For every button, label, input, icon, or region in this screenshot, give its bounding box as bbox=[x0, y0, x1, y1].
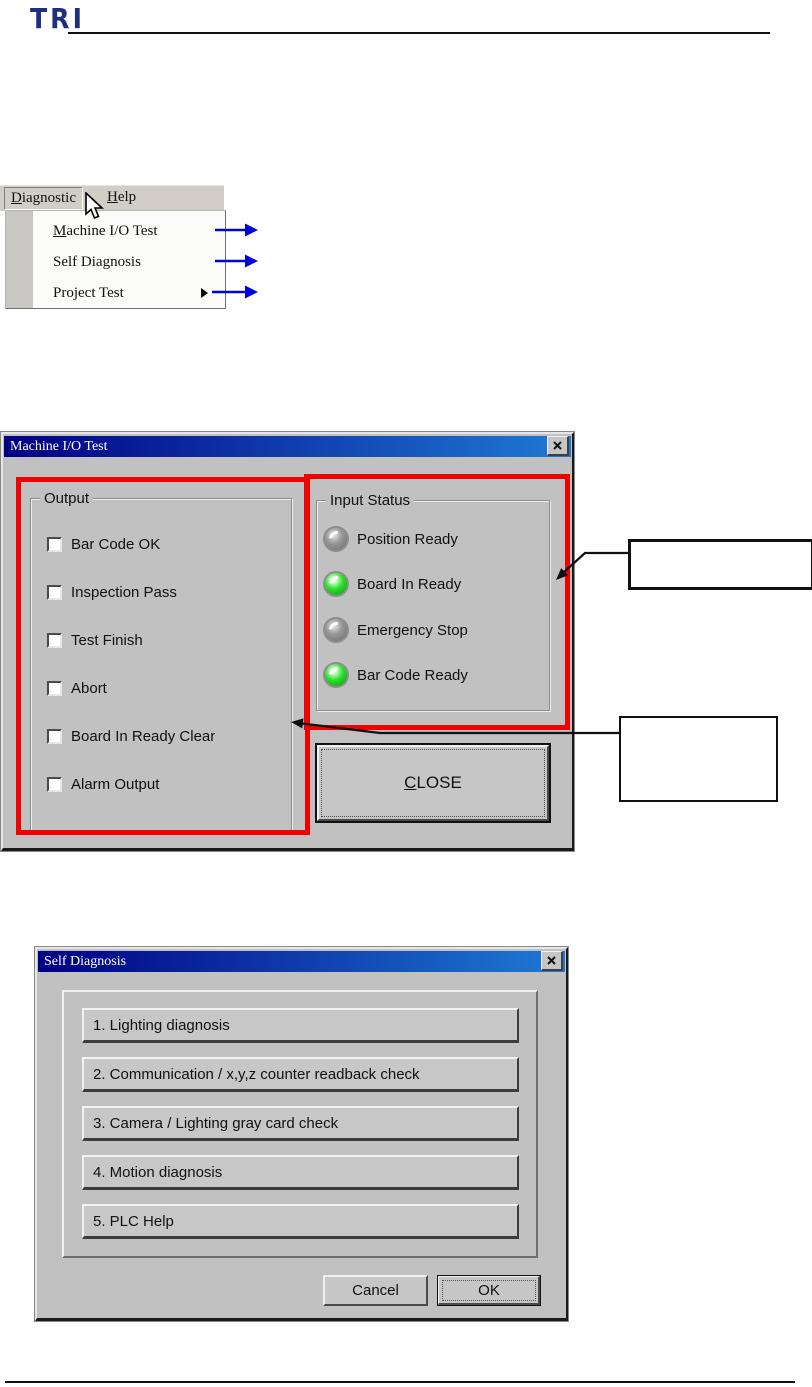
checkbox-abort[interactable]: Abort bbox=[47, 677, 107, 699]
button-label: 4. Motion diagnosis bbox=[93, 1163, 223, 1181]
mouse-cursor-icon bbox=[85, 192, 105, 220]
input-status-group-label: Input Status bbox=[326, 492, 415, 509]
motion-diagnosis-button[interactable]: 4. Motion diagnosis bbox=[82, 1155, 519, 1190]
cancel-button[interactable]: Cancel bbox=[323, 1275, 428, 1306]
diagnosis-button-panel: 1. Lighting diagnosis 2. Communication /… bbox=[62, 990, 538, 1258]
camera-gray-card-check-button[interactable]: 3. Camera / Lighting gray card check bbox=[82, 1106, 519, 1141]
led-indicator-icon bbox=[323, 526, 349, 552]
checkbox-label: Inspection Pass bbox=[71, 583, 177, 601]
close-window-button[interactable] bbox=[541, 951, 563, 971]
output-groupbox: Output Bar Code OK Inspection Pass Test … bbox=[30, 490, 292, 833]
footer-rule bbox=[5, 1381, 795, 1383]
cancel-button-label: Cancel bbox=[352, 1282, 399, 1299]
checkbox-label: Alarm Output bbox=[71, 775, 160, 793]
machine-io-test-title: Machine I/O Test bbox=[10, 439, 108, 454]
close-button[interactable]: CLOSE bbox=[315, 743, 551, 823]
close-icon bbox=[553, 441, 562, 450]
checkbox-alarm-output[interactable]: Alarm Output bbox=[47, 773, 159, 795]
machine-io-test-dialog: Machine I/O Test Output Bar Code OK Insp… bbox=[0, 431, 575, 852]
callout-box-input-status bbox=[628, 539, 812, 590]
button-label: 5. PLC Help bbox=[93, 1212, 174, 1230]
led-row-position-ready: Position Ready bbox=[323, 525, 458, 553]
led-row-bar-code-ready: Bar Code Ready bbox=[323, 661, 468, 689]
communication-counter-check-button[interactable]: 2. Communication / x,y,z counter readbac… bbox=[82, 1057, 519, 1092]
checkbox-board-in-ready-clear[interactable]: Board In Ready Clear bbox=[47, 725, 215, 747]
checkbox-label: Board In Ready Clear bbox=[71, 727, 216, 745]
menu-bar: Diagnostic Help bbox=[0, 185, 224, 211]
self-diagnosis-dialog: Self Diagnosis 1. Lighting diagnosis 2. … bbox=[34, 946, 569, 1322]
menu-help[interactable]: Help bbox=[107, 189, 137, 205]
checkbox-label: Test Finish bbox=[71, 631, 143, 649]
menu-item-project-test[interactable]: Project Test bbox=[53, 285, 124, 301]
checkbox-icon[interactable] bbox=[47, 776, 62, 792]
close-button-label: CLOSE bbox=[404, 773, 462, 792]
led-indicator-icon bbox=[323, 571, 349, 597]
led-label: Position Ready bbox=[357, 530, 458, 548]
led-row-emergency-stop: Emergency Stop bbox=[323, 616, 468, 644]
input-status-groupbox: Input Status Position Ready Board In Rea… bbox=[316, 492, 550, 711]
button-label: 2. Communication / x,y,z counter readbac… bbox=[93, 1065, 420, 1083]
checkbox-label: Abort bbox=[71, 679, 107, 697]
led-label: Board In Ready bbox=[357, 575, 462, 593]
close-icon bbox=[547, 956, 556, 965]
tri-logo: TRI bbox=[30, 2, 85, 35]
checkbox-icon[interactable] bbox=[47, 584, 62, 600]
led-indicator-icon bbox=[323, 662, 349, 688]
diagnostic-dropdown: Machine I/O Test Self Diagnosis Project … bbox=[5, 210, 226, 309]
button-bevel bbox=[438, 1276, 540, 1305]
ok-button-label: OK bbox=[478, 1282, 500, 1299]
checkbox-test-finish[interactable]: Test Finish bbox=[47, 629, 143, 651]
checkbox-bar-code-ok[interactable]: Bar Code OK bbox=[47, 533, 160, 555]
menu-item-machine-io-test[interactable]: Machine I/O Test bbox=[53, 223, 158, 239]
close-window-button[interactable] bbox=[547, 436, 569, 456]
dropdown-gutter bbox=[6, 211, 33, 308]
checkbox-icon[interactable] bbox=[47, 632, 62, 648]
plc-help-button[interactable]: 5. PLC Help bbox=[82, 1204, 519, 1239]
machine-io-test-titlebar[interactable]: Machine I/O Test bbox=[4, 436, 571, 457]
led-indicator-icon bbox=[323, 617, 349, 643]
button-label: 1. Lighting diagnosis bbox=[93, 1016, 230, 1034]
led-row-board-in-ready: Board In Ready bbox=[323, 570, 461, 598]
submenu-arrow-icon bbox=[201, 288, 208, 298]
checkbox-icon[interactable] bbox=[47, 728, 62, 744]
button-label: 3. Camera / Lighting gray card check bbox=[93, 1114, 339, 1132]
self-diagnosis-titlebar[interactable]: Self Diagnosis bbox=[38, 951, 565, 972]
output-group-label: Output bbox=[40, 490, 94, 507]
lighting-diagnosis-button[interactable]: 1. Lighting diagnosis bbox=[82, 1008, 519, 1043]
menu-item-self-diagnosis[interactable]: Self Diagnosis bbox=[53, 254, 141, 270]
header-rule bbox=[68, 32, 770, 34]
checkbox-inspection-pass[interactable]: Inspection Pass bbox=[47, 581, 177, 603]
checkbox-label: Bar Code OK bbox=[71, 535, 161, 553]
checkbox-icon[interactable] bbox=[47, 680, 62, 696]
checkbox-icon[interactable] bbox=[47, 536, 62, 552]
menu-diagnostic[interactable]: Diagnostic bbox=[4, 187, 83, 210]
led-label: Emergency Stop bbox=[357, 621, 468, 639]
ok-button[interactable]: OK bbox=[437, 1275, 541, 1306]
self-diagnosis-title: Self Diagnosis bbox=[44, 954, 127, 969]
led-label: Bar Code Ready bbox=[357, 666, 468, 684]
callout-box-output bbox=[619, 716, 778, 802]
